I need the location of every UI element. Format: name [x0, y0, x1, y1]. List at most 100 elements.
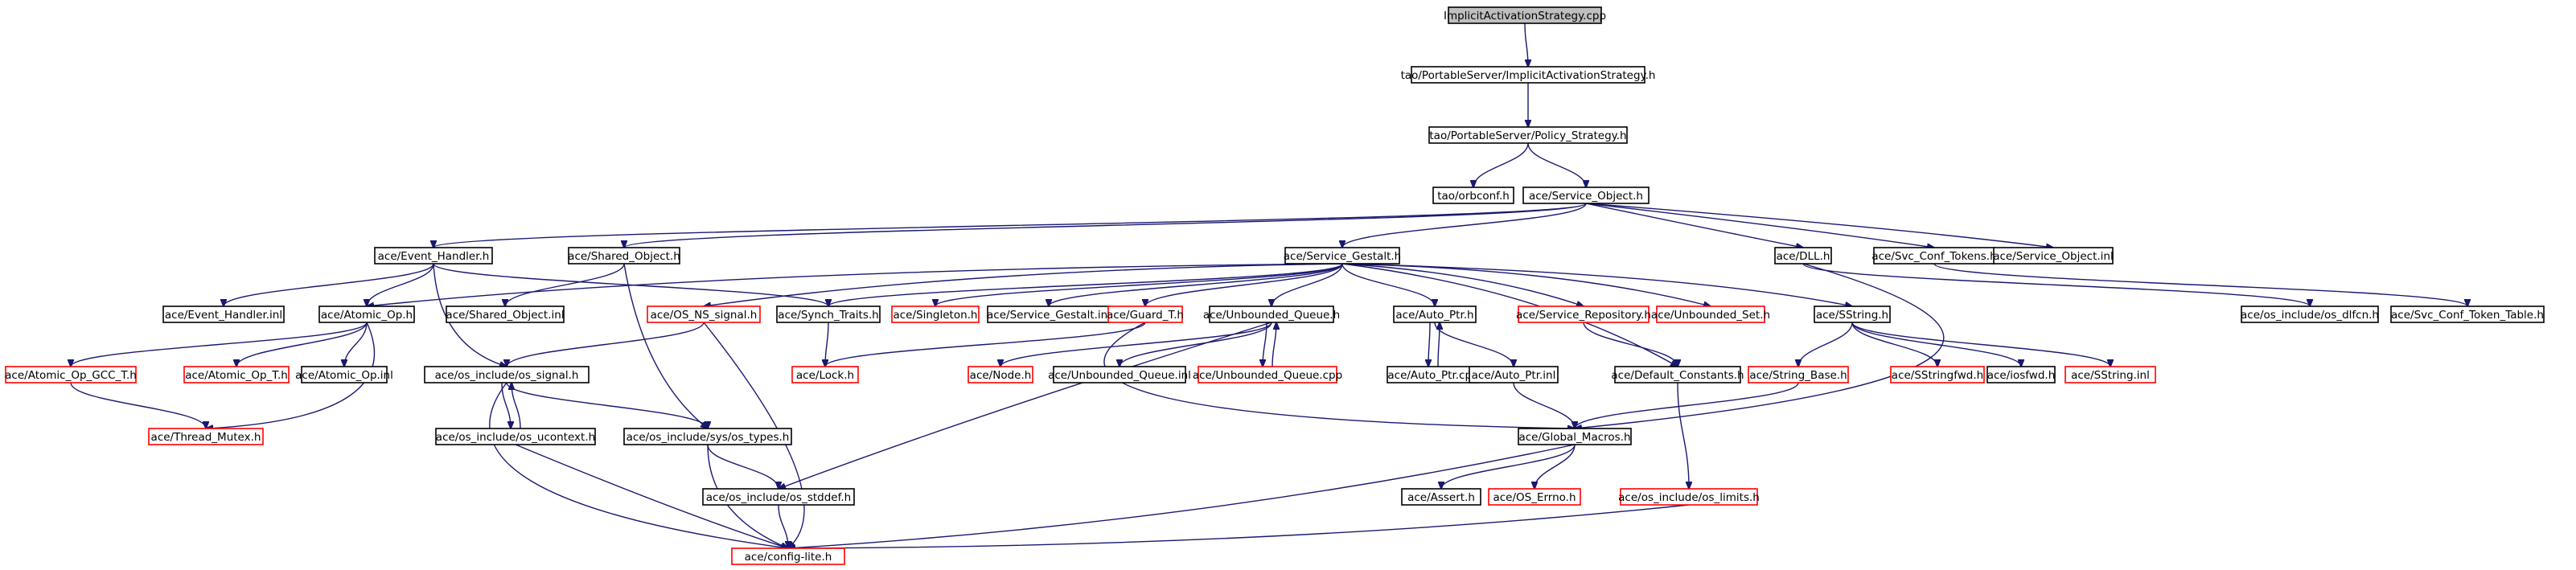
- header-node[interactable]: ace/Atomic_Op.h: [318, 306, 415, 323]
- node-label: tao/PortableServer/ImplicitActivationStr…: [1401, 69, 1656, 82]
- include-edge: [70, 382, 206, 429]
- node-label: ace/OS_NS_signal.h: [651, 309, 758, 322]
- include-edge: [206, 322, 376, 429]
- node-box: [968, 366, 1033, 383]
- include-edge: [1441, 444, 1576, 489]
- node-label: ace/os_include/os_ucontext.h: [436, 431, 595, 444]
- node-box: [148, 428, 264, 445]
- header-node[interactable]: ace/Global_Macros.h: [1518, 428, 1632, 445]
- node-box: [1469, 366, 1559, 383]
- include-edge: [1585, 203, 2053, 248]
- header-node[interactable]: ace/Auto_Ptr.cpp: [1387, 366, 1480, 383]
- header-node[interactable]: ace/SString.inl: [2064, 366, 2156, 383]
- node-box: [1428, 126, 1628, 144]
- header-node[interactable]: ace/Default_Constants.h: [1611, 366, 1744, 383]
- header-node[interactable]: ace/os_include/sys/os_types.h: [623, 428, 792, 445]
- header-node[interactable]: ace/Synch_Traits.h: [776, 306, 881, 323]
- header-node[interactable]: ace/os_include/os_ucontext.h: [435, 428, 596, 445]
- include-edge: [433, 263, 507, 367]
- include-edge: [367, 263, 434, 306]
- header-node[interactable]: ace/Unbounded_Queue.inl: [1048, 366, 1191, 383]
- header-node[interactable]: ace/Atomic_Op_GCC_T.h: [5, 366, 137, 383]
- header-node[interactable]: ace/Auto_Ptr.h: [1393, 306, 1477, 323]
- node-label: ace/Service_Gestalt.inl: [987, 309, 1111, 322]
- include-edge: [1341, 263, 1584, 306]
- header-node[interactable]: ace/Atomic_Op.inl: [295, 366, 393, 383]
- include-edge: [1341, 263, 1852, 306]
- node-box: [1986, 366, 2056, 383]
- header-node[interactable]: ace/Shared_Object.inl: [446, 306, 565, 323]
- node-label: tao/orbconf.h: [1437, 190, 1510, 203]
- header-node[interactable]: ace/Lock.h: [791, 366, 859, 383]
- include-edge: [1677, 382, 1689, 489]
- node-label: ace/Shared_Object.inl: [446, 309, 564, 322]
- header-node[interactable]: ace/os_include/os_limits.h: [1618, 488, 1760, 506]
- node-box: [5, 366, 137, 383]
- node-box: [2241, 306, 2379, 323]
- node-box: [1620, 488, 1758, 506]
- header-node[interactable]: ace/Thread_Mutex.h: [148, 428, 264, 445]
- node-label: ace/config-lite.h: [745, 551, 832, 564]
- header-node[interactable]: ace/Service_Gestalt.inl: [987, 306, 1111, 323]
- include-edge: [1473, 142, 1529, 187]
- node-label: ace/Unbounded_Set.h: [1651, 309, 1770, 322]
- header-node[interactable]: tao/PortableServer/Policy_Strategy.h: [1428, 126, 1628, 144]
- include-edge: [1527, 142, 1586, 187]
- header-node[interactable]: ace/os_include/os_signal.h: [424, 366, 590, 383]
- include-edge: [1851, 322, 2021, 367]
- header-node[interactable]: ace/OS_Errno.h: [1488, 488, 1581, 506]
- header-node[interactable]: ace/os_include/os_stddef.h: [702, 488, 855, 506]
- header-node[interactable]: ace/OS_NS_signal.h: [647, 306, 761, 323]
- node-box: [1993, 247, 2114, 264]
- header-node[interactable]: ace/os_include/os_dlfcn.h: [2241, 306, 2379, 323]
- header-node[interactable]: ace/Service_Repository.h: [1516, 306, 1651, 323]
- include-edge: [1342, 203, 1587, 248]
- include-edge: [624, 203, 1587, 248]
- node-label: ace/Lock.h: [796, 369, 854, 382]
- header-node[interactable]: ace/Event_Handler.inl: [162, 306, 285, 323]
- include-edge: [1272, 322, 1276, 367]
- node-label: ace/Auto_Ptr.h: [1395, 309, 1473, 322]
- node-label: ace/SString.h: [1816, 309, 1888, 322]
- header-node[interactable]: ace/Svc_Conf_Tokens.h: [1871, 247, 1997, 264]
- node-box: [1448, 6, 1602, 24]
- node-label: ace/Atomic_Op.h: [321, 309, 413, 322]
- header-node[interactable]: ace/Unbounded_Queue.cpp: [1193, 366, 1342, 383]
- include-edge: [224, 263, 434, 306]
- node-label: ace/Event_Handler.inl: [165, 309, 282, 322]
- header-node[interactable]: ace/Auto_Ptr.inl: [1469, 366, 1559, 383]
- node-box: [374, 247, 493, 264]
- header-node[interactable]: ace/Node.h: [968, 366, 1033, 383]
- header-node[interactable]: ace/Unbounded_Queue.h: [1203, 306, 1340, 323]
- header-node[interactable]: ace/String_Base.h: [1748, 366, 1849, 383]
- include-edge: [1798, 322, 1853, 367]
- header-node[interactable]: ace/Service_Object.inl: [1993, 247, 2114, 264]
- node-label: ace/iosfwd.h: [1987, 369, 2056, 382]
- header-node[interactable]: ace/DLL.h: [1774, 247, 1832, 264]
- header-node[interactable]: ace/Unbounded_Set.h: [1651, 306, 1770, 323]
- header-node[interactable]: tao/PortableServer/ImplicitActivationStr…: [1401, 66, 1656, 84]
- include-edge: [1802, 263, 2310, 306]
- include-edge: [1341, 263, 1711, 306]
- node-box: [1432, 187, 1514, 204]
- header-node[interactable]: ace/SString.h: [1814, 306, 1891, 323]
- header-node[interactable]: ace/Assert.h: [1401, 488, 1481, 506]
- edges: [71, 23, 2467, 548]
- header-node[interactable]: ace/Service_Object.h: [1522, 187, 1650, 204]
- header-node[interactable]: ace/Shared_Object.h: [568, 247, 680, 264]
- header-node[interactable]: ace/config-lite.h: [731, 547, 845, 565]
- header-node[interactable]: ace/Service_Gestalt.h: [1284, 247, 1401, 264]
- header-node[interactable]: ace/Svc_Conf_Token_Table.h: [2390, 306, 2545, 323]
- header-node[interactable]: tao/orbconf.h: [1432, 187, 1514, 204]
- node-label: ace/Default_Constants.h: [1611, 369, 1744, 382]
- header-node[interactable]: ace/Singleton.h: [891, 306, 980, 323]
- node-label: ace/Svc_Conf_Token_Table.h: [2391, 309, 2544, 322]
- header-node[interactable]: ace/Guard_T.h: [1107, 306, 1184, 323]
- header-node[interactable]: ace/SStringfwd.h: [1890, 366, 1985, 383]
- header-node[interactable]: ace/Atomic_Op_T.h: [183, 366, 290, 383]
- header-node[interactable]: ace/Event_Handler.h: [374, 247, 493, 264]
- header-node[interactable]: ace/iosfwd.h: [1986, 366, 2056, 383]
- node-box: [1518, 306, 1650, 323]
- node-label: ace/Service_Gestalt.h: [1284, 250, 1401, 263]
